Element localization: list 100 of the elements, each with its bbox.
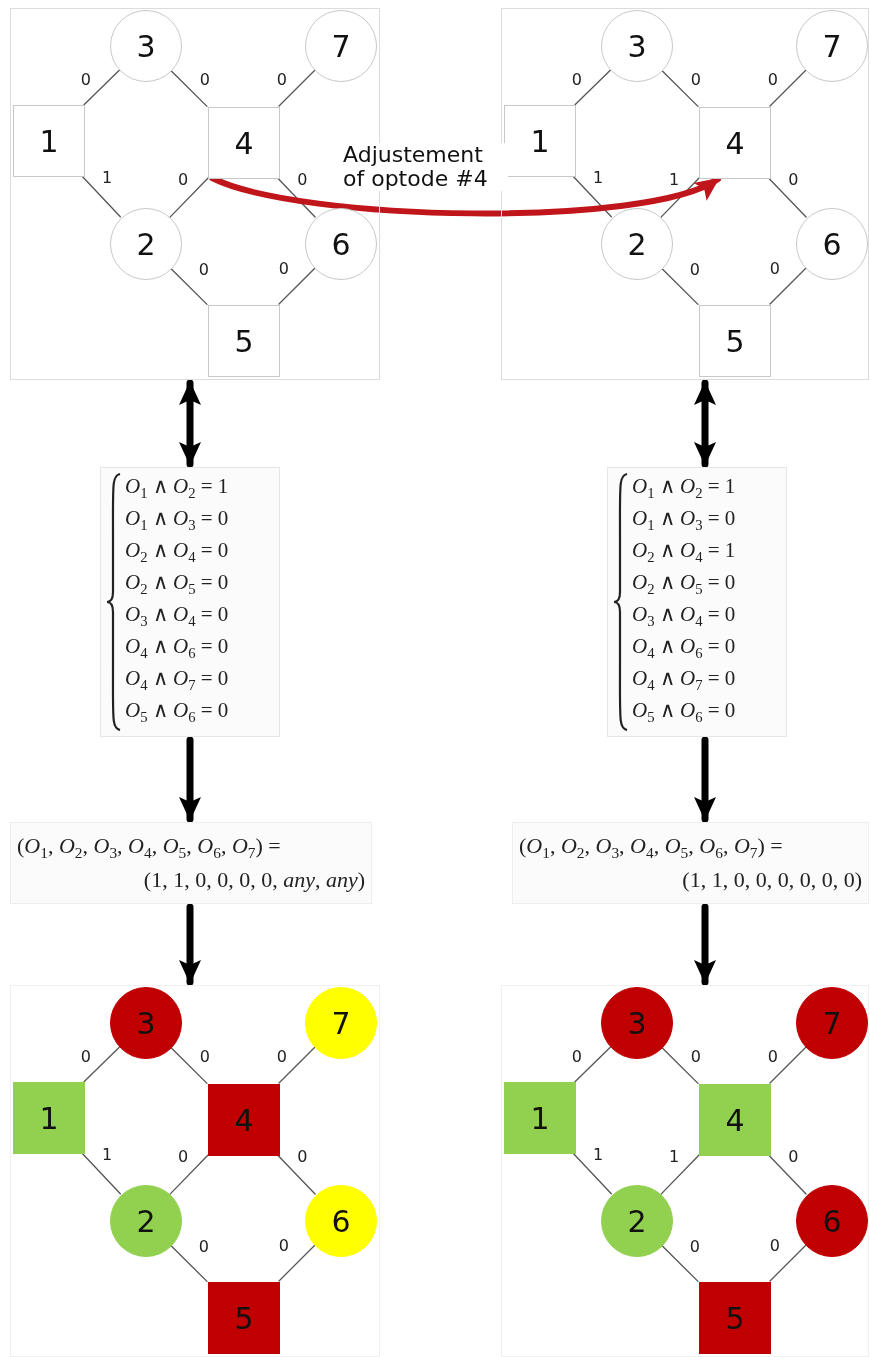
equation: O$_{3}$ ∧ O$_{4}$ = 0 [125, 601, 230, 630]
connector-line [276, 1154, 316, 1195]
square-node: 4 [699, 1084, 771, 1156]
connector-line [169, 1046, 208, 1084]
square-node: 1 [504, 1082, 576, 1154]
connector-line [574, 1046, 611, 1083]
edge-label: 0 [80, 1048, 91, 1067]
circle-node: 7 [305, 987, 377, 1059]
circle-node: 2 [601, 1185, 673, 1257]
square-node: 5 [208, 1282, 280, 1354]
edge-label: 0 [276, 1048, 287, 1067]
edge-label: 0 [571, 71, 582, 90]
connector-line [769, 267, 807, 305]
circle-node: 6 [796, 208, 868, 280]
equation: O$_{1}$ ∧ O$_{2}$ = 1 [125, 473, 230, 502]
graph-panel [501, 8, 869, 380]
circle-node: 2 [110, 1185, 182, 1257]
arrow [694, 736, 716, 823]
edge-label: 1 [102, 1146, 113, 1165]
edge-label: 0 [690, 1048, 701, 1067]
equation: O$_{5}$ ∧ O$_{6}$ = 0 [125, 697, 230, 726]
connector-line [81, 1152, 121, 1195]
equation: O$_{2}$ ∧ O$_{5}$ = 0 [632, 569, 737, 598]
equation: O$_{5}$ ∧ O$_{6}$ = 0 [632, 697, 737, 726]
connector-line [574, 69, 611, 106]
connector-line [660, 69, 699, 108]
connector-line [769, 69, 807, 107]
square-node: 1 [13, 1082, 85, 1154]
connector-line [278, 1046, 316, 1084]
circle-node: 2 [110, 208, 182, 280]
connector-line [767, 177, 807, 218]
equation: O$_{4}$ ∧ O$_{6}$ = 0 [632, 633, 737, 662]
edge-label: 0 [198, 1238, 209, 1257]
equation: O$_{2}$ ∧ O$_{5}$ = 0 [125, 569, 230, 598]
edge-label: 1 [593, 169, 604, 188]
edge-label: 0 [178, 170, 189, 189]
equation: O$_{4}$ ∧ O$_{6}$ = 0 [125, 633, 230, 662]
connector-line [278, 69, 316, 107]
connector-line [278, 267, 316, 305]
connector-line [169, 69, 208, 108]
connector-line [769, 1046, 807, 1084]
circle-node: 3 [601, 987, 673, 1059]
connector-line [660, 1244, 699, 1282]
square-node: 5 [699, 1282, 771, 1354]
equation: O$_{1}$ ∧ O$_{3}$ = 0 [125, 505, 230, 534]
square-node: 4 [699, 107, 771, 179]
connector-line [572, 1152, 612, 1195]
edge-label: 0 [690, 71, 701, 90]
edge-label: 0 [199, 71, 210, 90]
edge-label: 0 [278, 260, 289, 279]
connector-line [660, 177, 700, 218]
equation: O$_{1}$ ∧ O$_{2}$ = 1 [632, 473, 737, 502]
equation: O$_{2}$ ∧ O$_{4}$ = 0 [125, 537, 230, 566]
connector-line [660, 1154, 700, 1195]
edge-label: 0 [198, 261, 209, 280]
connector-line [169, 1244, 208, 1282]
connector-line [572, 175, 612, 218]
square-node: 4 [208, 107, 280, 179]
edge-label: 0 [80, 71, 91, 90]
equation: O$_{2}$ ∧ O$_{4}$ = 1 [632, 537, 737, 566]
circle-node: 3 [110, 10, 182, 82]
equation: O$_{3}$ ∧ O$_{4}$ = 0 [632, 601, 737, 630]
circle-node: 6 [305, 1185, 377, 1257]
edge-label: 0 [769, 1237, 780, 1256]
edge-label: 0 [767, 1048, 778, 1067]
graph-panel [10, 985, 380, 1357]
connector-line [276, 177, 316, 218]
arrow [694, 903, 716, 986]
circle-node: 6 [305, 208, 377, 280]
circle-node: 3 [110, 987, 182, 1059]
square-node: 1 [13, 105, 85, 177]
edge-label: 1 [669, 1147, 680, 1166]
equation: O$_{4}$ ∧ O$_{7}$ = 0 [125, 665, 230, 694]
graph-panel [501, 985, 869, 1357]
edge-label: 0 [689, 1238, 700, 1257]
connector-line [767, 1154, 807, 1195]
square-node: 4 [208, 1084, 280, 1156]
circle-node: 6 [796, 1185, 868, 1257]
edge-label: Adjustement of optode #4 [343, 143, 508, 191]
edge-label: 0 [788, 170, 799, 189]
square-node: 5 [699, 305, 771, 377]
connector-line [169, 267, 208, 305]
connector-line [769, 1244, 807, 1282]
circle-node: 7 [305, 10, 377, 82]
edge-label: 0 [767, 71, 778, 90]
circle-node: 7 [796, 987, 868, 1059]
edge-label: 0 [788, 1147, 799, 1166]
connector-line [278, 1244, 316, 1282]
edge-label: 1 [669, 170, 680, 189]
connector-line [83, 69, 120, 106]
square-node: 5 [208, 305, 280, 377]
edge-label: 0 [199, 1048, 210, 1067]
equation-box [100, 467, 280, 737]
connector-line [169, 177, 209, 218]
assignment-box [10, 822, 372, 904]
equation: (1, 1, 0, 0, 0, 0, 0, 0) [682, 866, 862, 894]
connector-line [660, 267, 699, 305]
equation: O$_{1}$ ∧ O$_{3}$ = 0 [632, 505, 737, 534]
square-node: 1 [504, 105, 576, 177]
edge-label: 0 [278, 1237, 289, 1256]
